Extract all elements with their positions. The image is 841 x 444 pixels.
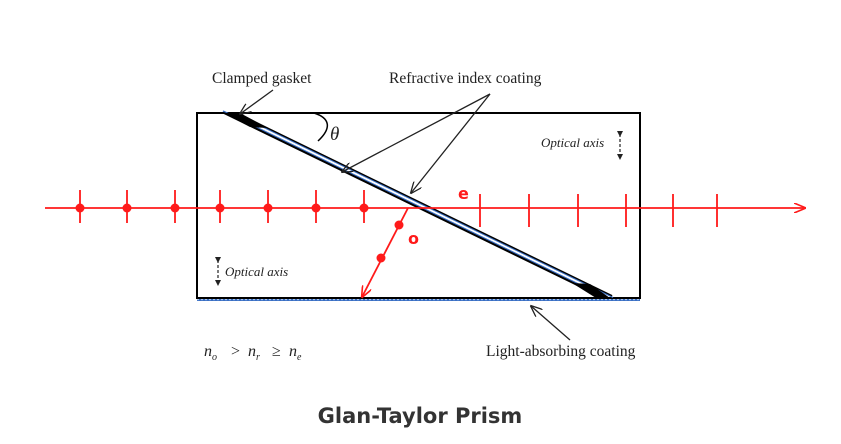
- o-ray-dot: [376, 253, 386, 263]
- e-ray-polarization-marks: [479, 194, 718, 227]
- refractive-index-relation: no > nr ≥ ne: [204, 343, 302, 363]
- relation-n-r: nr: [248, 343, 260, 363]
- clamped-gasket-bottom: [572, 283, 610, 298]
- clamped-gasket-label: Clamped gasket: [212, 70, 312, 87]
- light-absorbing-coating-arrow: [531, 306, 571, 341]
- prism-interface: [222, 110, 614, 299]
- o-ray-label: o: [408, 229, 419, 248]
- s-polarization-dot: [75, 203, 85, 213]
- refractive-coating-arrow-2: [411, 93, 491, 193]
- relation-n-o: no: [204, 343, 217, 363]
- s-polarization-dot: [170, 203, 180, 213]
- incident-polarization-marks: [75, 190, 369, 223]
- s-polarization-dot: [359, 203, 369, 213]
- relation-greater-than: >: [231, 343, 240, 360]
- light-absorbing-coating-label: Light-absorbing coating: [486, 343, 636, 360]
- s-polarization-dot: [215, 203, 225, 213]
- s-polarization-dot: [311, 203, 321, 213]
- o-ray-dot: [394, 220, 404, 230]
- clamped-gasket-arrow: [240, 89, 274, 114]
- diagram-title: Glan-Taylor Prism: [318, 404, 523, 428]
- theta-arc: [313, 112, 328, 142]
- relation-n-e: ne: [289, 343, 302, 363]
- s-polarization-dot: [122, 203, 132, 213]
- theta-label: θ: [330, 124, 339, 145]
- relation-greater-equal: ≥: [272, 343, 281, 360]
- refractive-index-coating-label: Refractive index coating: [389, 70, 542, 87]
- optical-axis-label-top: Optical axis: [541, 135, 604, 150]
- s-polarization-dot: [263, 203, 273, 213]
- refractive-coating-arrow-1: [342, 93, 491, 172]
- e-ray-label: e: [458, 184, 469, 203]
- clamped-gasket-top: [224, 113, 268, 128]
- prism-outline: [196, 112, 641, 299]
- optical-axis-label-bottom: Optical axis: [225, 264, 288, 279]
